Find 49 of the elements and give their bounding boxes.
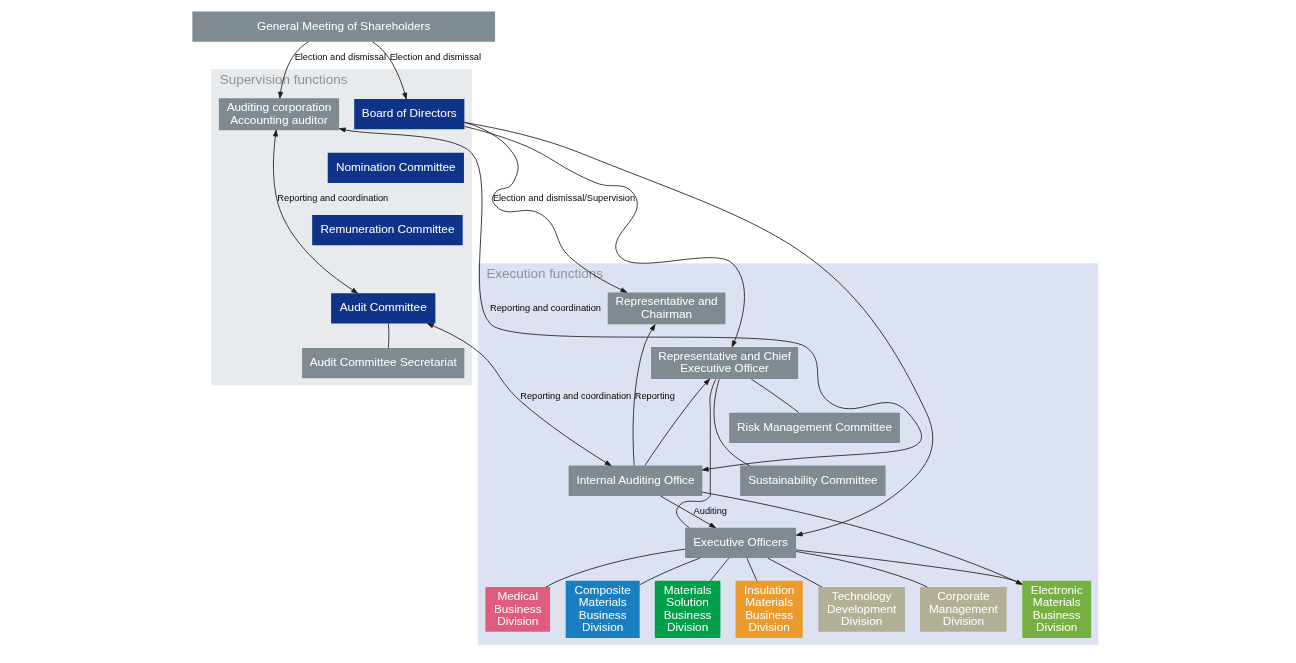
node-box: Representative and Chairman — [607, 292, 725, 325]
connector — [746, 557, 757, 582]
node-box: Materials Solution Business Division — [654, 580, 720, 638]
node-box: General Meeting of Shareholders — [191, 11, 495, 42]
edge-label: Election and dismissal — [389, 52, 481, 63]
node-box: Representative and Chief Executive Officer — [650, 347, 798, 379]
arrow — [644, 378, 710, 466]
edge-label: Auditing — [693, 506, 727, 517]
connector — [766, 557, 822, 588]
arrow — [463, 122, 933, 537]
node-box: Board of Directors — [353, 99, 464, 130]
node-box: Nomination Committee — [327, 152, 464, 184]
node-box: Electronic Materials Business Division — [1021, 580, 1091, 638]
node-box: Audit Committee Secretariat — [301, 347, 464, 379]
node-box: Executive Officers — [684, 527, 796, 559]
connector — [675, 378, 716, 529]
arrow — [338, 127, 922, 472]
arrow — [463, 125, 745, 348]
arrow — [272, 129, 358, 294]
node-box: Technology Development Division — [817, 587, 905, 632]
arrow — [426, 323, 611, 467]
arrow — [632, 324, 655, 466]
arrow — [371, 41, 407, 100]
edge-label: Election and dismissal/Supervision — [492, 193, 635, 204]
connector — [713, 378, 750, 466]
edge-label: Reporting and coordination — [519, 391, 631, 402]
edge-label: Reporting and coordination — [489, 302, 601, 313]
edge-label: Reporting and coordination — [276, 193, 388, 204]
node-box: Composite Materials Business Division — [565, 580, 640, 638]
node-box: Risk Management Committee — [728, 412, 900, 443]
node-box: Medical Business Division — [484, 587, 550, 632]
arrow — [463, 121, 627, 293]
edge-label: Election and dismissal — [294, 52, 386, 63]
edge-label: Reporting — [634, 391, 675, 402]
arrow — [659, 495, 716, 529]
connector — [795, 551, 928, 588]
node-box: Corporate Management Division — [919, 587, 1007, 632]
connector — [638, 557, 700, 586]
connector — [750, 378, 799, 413]
arrow — [277, 41, 309, 99]
node-box: Insulation Materials Business Division — [735, 580, 803, 638]
connector — [545, 548, 685, 588]
node-box: Auditing corporation Accounting auditor — [218, 98, 339, 131]
connector — [387, 323, 389, 349]
node-box: Audit Committee — [330, 293, 435, 324]
node-box: Sustainability Committee — [739, 465, 886, 496]
node-box: Remuneration Committee — [311, 215, 463, 246]
node-box: Internal Auditing Office — [568, 465, 702, 496]
connector — [709, 557, 729, 582]
